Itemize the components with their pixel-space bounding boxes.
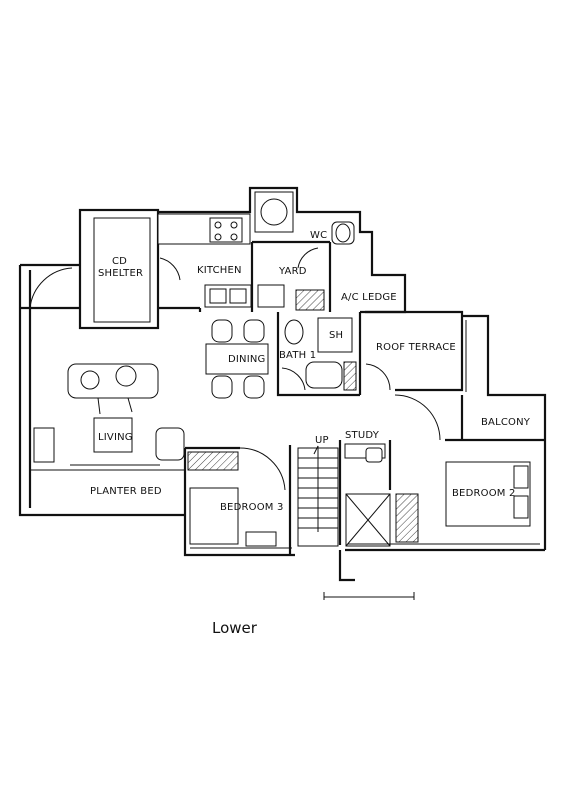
label-cd-shelter-2: SHELTER (98, 268, 143, 279)
label-bedroom-3: BEDROOM 3 (220, 502, 284, 513)
label-wc: WC (310, 230, 327, 241)
label-yard: YARD (278, 266, 307, 277)
stair-treads (297, 445, 391, 547)
label-balcony: BALCONY (481, 417, 531, 428)
label-planter-bed: PLANTER BED (90, 486, 162, 497)
floor-caption: Lower (212, 619, 258, 637)
label-sh: SH (329, 330, 343, 341)
room-labels: CD SHELTER KITCHEN WC YARD A/C LEDGE DIN… (90, 230, 531, 513)
label-cd-shelter-1: CD (112, 256, 127, 267)
label-roof-terrace: ROOF TERRACE (376, 342, 456, 353)
label-ac-ledge: A/C LEDGE (341, 292, 397, 303)
label-living: LIVING (98, 432, 133, 443)
label-bath-1: BATH 1 (279, 350, 316, 361)
label-dining: DINING (228, 354, 266, 365)
label-study: STUDY (345, 430, 380, 441)
interior-walls (30, 240, 545, 555)
doors (29, 247, 441, 491)
outer-walls (18, 186, 547, 582)
label-bedroom-2: BEDROOM 2 (452, 488, 516, 499)
label-up: UP (315, 435, 329, 446)
fixtures (33, 191, 531, 600)
label-kitchen: KITCHEN (197, 265, 242, 276)
